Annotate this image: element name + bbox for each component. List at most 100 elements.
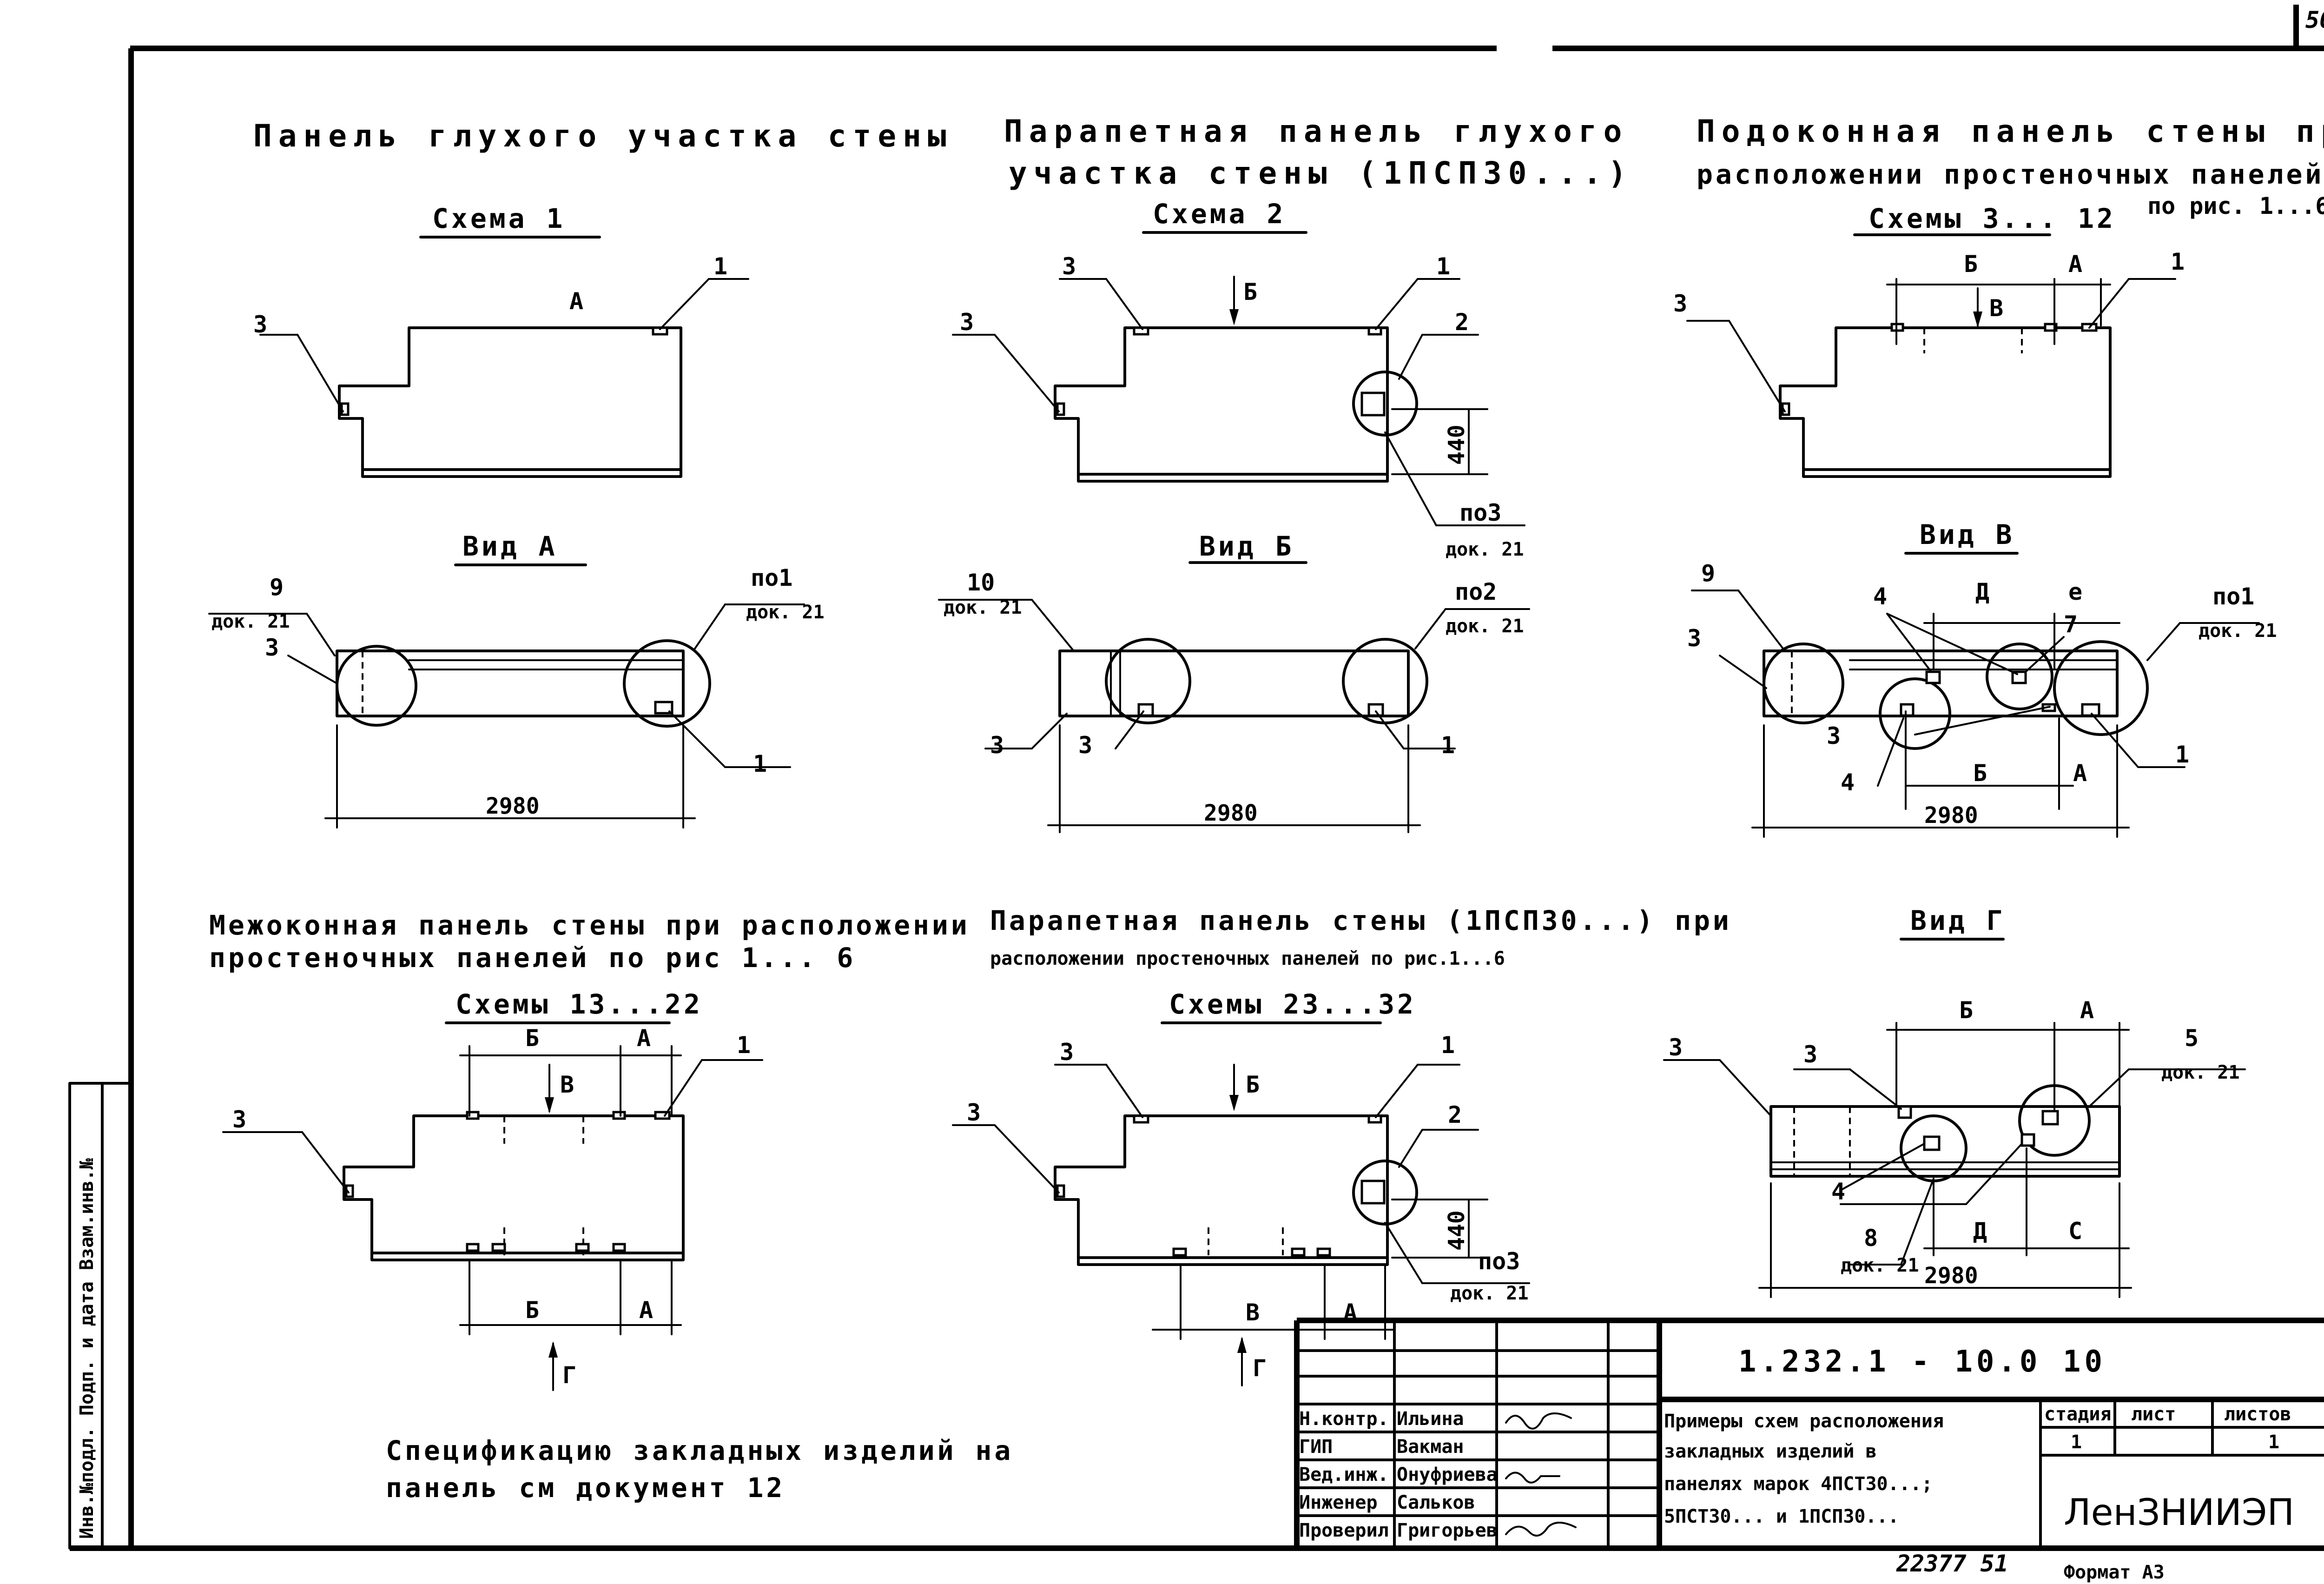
svg-text:док. 21: док. 21 [2199,620,2277,642]
svg-text:док. 21: док. 21 [1450,1283,1529,1304]
svg-text:док. 21: док. 21 [2161,1062,2240,1083]
svg-text:Б: Б [1964,251,1978,278]
side-stamp: Инв.№подл. Подп. и дата Взам.инв.№ [68,1082,132,1550]
title-pier-panel-line1: Межоконная панель стены при расположении [209,909,970,941]
svg-text:Б: Б [1246,1071,1260,1098]
scheme-2-label: Схема 2 [1153,198,1286,230]
svg-text:А: А [637,1025,651,1052]
svg-text:4: 4 [1831,1178,1845,1205]
svg-text:3: 3 [990,732,1004,759]
sheet-number: 50 [2305,7,2324,33]
scheme-3-panel [1686,278,2176,478]
svg-text:1: 1 [1436,253,1450,280]
svg-text:Б: Б [1959,997,1973,1024]
svg-text:3: 3 [1062,253,1076,280]
svg-text:док. 21: док. 21 [211,611,290,632]
description-line-4: 5ПСТ30... и 1ПСП30... [1664,1506,1899,1527]
view-v-plan [1691,590,2260,838]
title-sill-panel-line2: расположении простеночных панелей [1697,159,2324,190]
scheme-4-label: Схемы 13...22 [456,988,703,1020]
view-b-plan [938,599,1530,833]
title-parapet-panel-line1: Парапетная панель глухого [1004,113,1628,149]
svg-text:3: 3 [1827,722,1841,749]
svg-text:7: 7 [2064,611,2078,638]
svg-text:Вакман: Вакман [1397,1436,1464,1458]
title-sill-panel-line1: Подоконная панель стены при [1697,113,2324,149]
view-g-dim-2980: 2980 [1924,1263,1978,1289]
title-parapet-panel-line2: участка стены (1ПСП30...) [1009,155,1633,191]
svg-text:1: 1 [753,750,767,777]
svg-text:5: 5 [2185,1025,2199,1052]
title-pier-panel-line2: простеночных панелей по рис 1... 6 [209,942,856,974]
sheet-frame [70,5,2324,1551]
view-b-title: Вид Б [1199,530,1294,562]
svg-text:док. 21: док. 21 [746,602,825,623]
svg-text:док. 21: док. 21 [1841,1255,1919,1276]
scheme-2-panel [952,276,1525,526]
svg-text:по1: по1 [751,564,792,591]
svg-text:4: 4 [1841,769,1855,796]
svg-text:Б: Б [525,1025,539,1052]
description-line-2: закладных изделий в [1664,1441,1877,1462]
title-sill-panel-line3: по рис. 1...6 [2147,192,2324,219]
svg-text:Ильина: Ильина [1397,1408,1464,1430]
svg-text:3: 3 [265,634,279,661]
svg-text:Сальков: Сальков [1397,1492,1475,1513]
svg-text:А: А [2068,251,2082,278]
svg-text:Г: Г [1253,1355,1267,1382]
description-line-1: Примеры схем расположения [1664,1411,1944,1432]
svg-text:1: 1 [713,253,727,280]
svg-text:1: 1 [1441,1032,1455,1059]
svg-text:Б: Б [525,1297,539,1324]
note-line-2: панель см документ 12 [386,1472,785,1504]
view-v-dim-2980: 2980 [1924,802,1978,828]
svg-text:3: 3 [967,1099,981,1126]
svg-text:Д: Д [1973,1218,1987,1245]
svg-text:листов: листов [2224,1404,2291,1425]
svg-text:А: А [639,1297,653,1324]
svg-text:А: А [2073,760,2087,787]
organization-name: ЛенЗНИИЭП [2064,1492,2294,1534]
svg-text:1: 1 [2175,741,2189,768]
svg-text:8: 8 [1864,1225,1878,1252]
svg-text:А: А [2080,997,2094,1024]
scheme-5-panel [952,1064,1530,1340]
view-v-title: Вид В [1920,519,2015,550]
svg-text:2: 2 [1448,1101,1462,1128]
svg-text:ГИП: ГИП [1299,1436,1333,1458]
svg-text:9: 9 [270,574,284,601]
svg-text:3: 3 [960,309,974,336]
view-a-dim-2980: 2980 [486,793,540,819]
title-parapet2-line1: Парапетная панель стены (1ПСП30...) при [990,905,1732,936]
scheme-1-panel [259,278,749,478]
svg-text:е: е [2068,578,2082,605]
svg-text:2: 2 [1455,309,1469,336]
title-blank-wall-panel: Панель глухого участка стены [253,118,953,154]
svg-text:1: 1 [2071,1432,2082,1453]
svg-text:3: 3 [1803,1041,1817,1068]
svg-text:Проверил: Проверил [1299,1520,1389,1541]
svg-text:Инв.№подл. Подп. и дата Взам.и: Инв.№подл. Подп. и дата Взам.инв.№ [76,1158,98,1539]
svg-text:Д: Д [1975,578,1989,605]
svg-text:3: 3 [232,1106,246,1133]
note-line-1: Спецификацию закладных изделий на [386,1435,1013,1466]
svg-text:4: 4 [1873,583,1887,610]
svg-text:440: 440 [1444,424,1470,465]
scheme-5-label: Схемы 23...32 [1169,988,1416,1020]
svg-text:по1: по1 [2212,583,2254,610]
svg-text:1: 1 [2171,248,2185,275]
svg-text:В: В [560,1071,574,1098]
scheme-4-panel [222,1045,763,1335]
view-a-title: Вид А [462,530,558,562]
format-label: Формат А3 [2064,1562,2165,1583]
scheme-1-label: Схема 1 [432,203,565,234]
svg-text:3: 3 [1060,1039,1074,1066]
document-code: 1.232.1 - 10.0 10 [1738,1345,2106,1379]
svg-text:1: 1 [737,1032,751,1059]
svg-text:3: 3 [1673,290,1687,317]
svg-text:3: 3 [1078,732,1092,759]
svg-text:Б: Б [1973,760,1987,787]
svg-text:Б: Б [1243,278,1257,305]
svg-text:Григорьев: Григорьев [1397,1520,1498,1541]
